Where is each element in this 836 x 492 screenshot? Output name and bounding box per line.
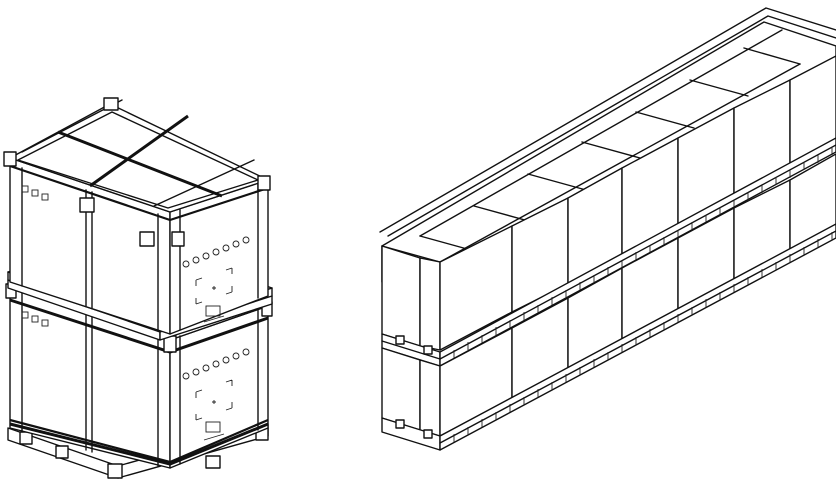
lower-pallet-strip <box>381 223 836 451</box>
lower-crate-side-markings <box>182 348 250 441</box>
lower-crate-handling-symbols <box>21 311 49 327</box>
upper-crate-handling-symbols <box>21 185 49 201</box>
lower-layer-cartons <box>381 153 836 437</box>
upper-crate-side-markings <box>182 236 250 323</box>
upper-layer-top-seams <box>381 29 801 263</box>
upper-pallet-strip <box>381 137 836 367</box>
container-load <box>379 7 836 451</box>
upper-layer-cartons <box>381 55 836 351</box>
container-outline <box>379 7 836 233</box>
stacked-crates <box>3 97 273 479</box>
upper-crate <box>3 97 271 335</box>
